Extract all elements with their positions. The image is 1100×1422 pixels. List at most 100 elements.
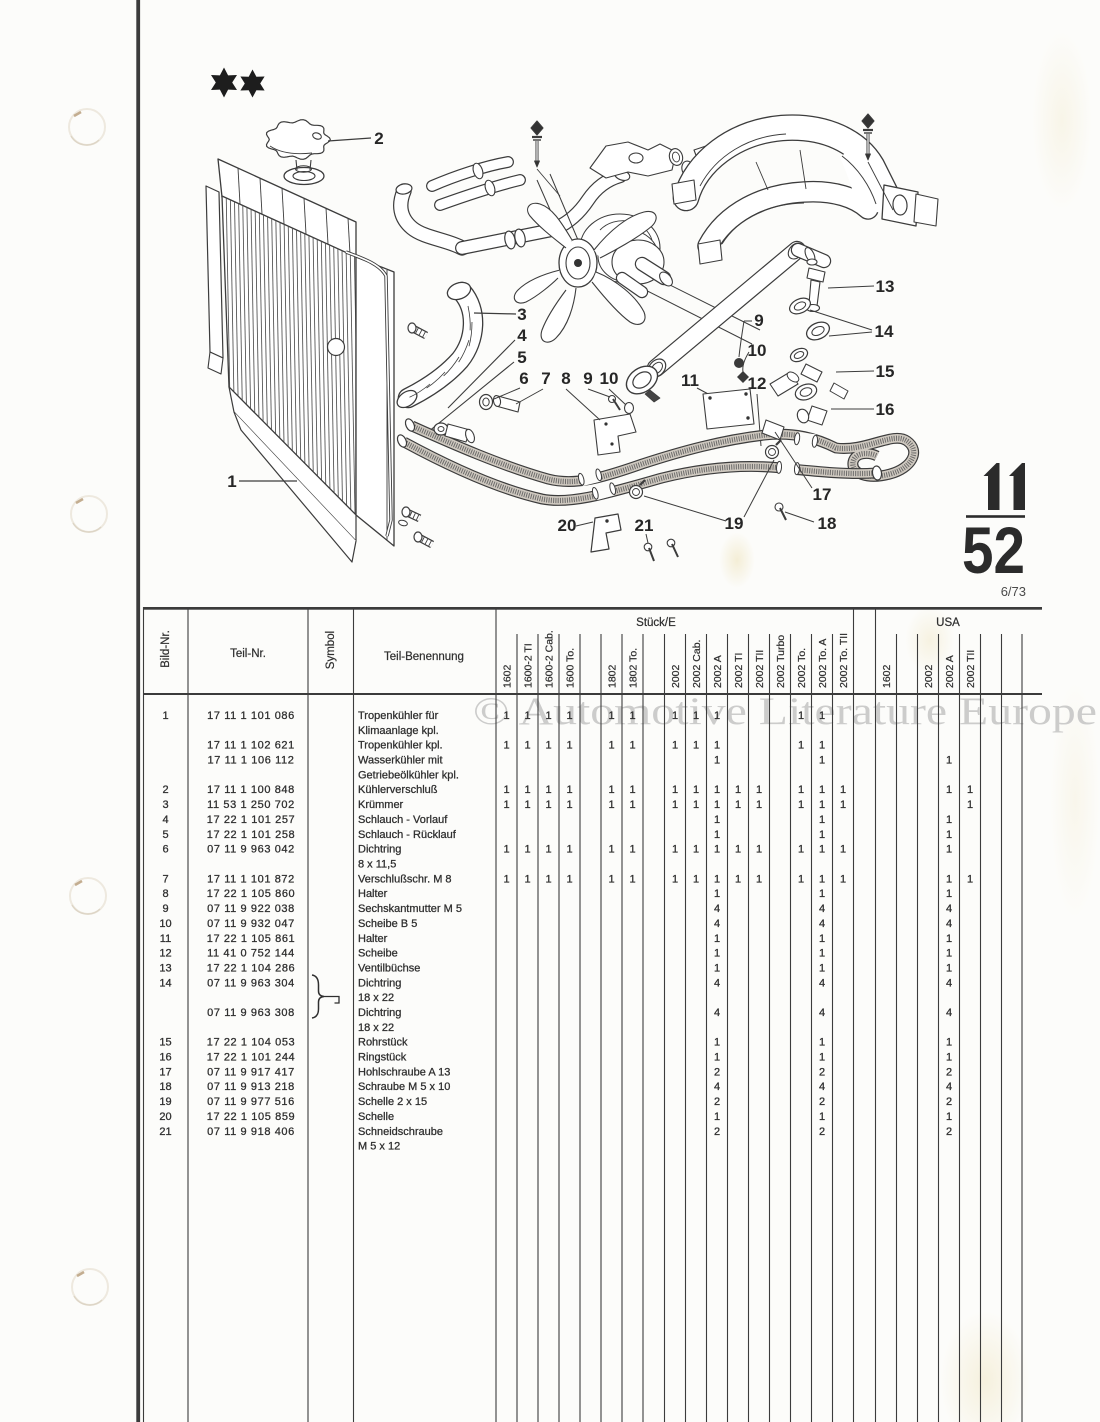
svg-text:07 11 9 918 406: 07 11 9 918 406	[207, 1126, 295, 1138]
svg-text:1: 1	[714, 814, 720, 826]
svg-text:1: 1	[566, 799, 572, 811]
svg-text:21: 21	[635, 516, 654, 535]
svg-text:17 22 1 105 861: 17 22 1 105 861	[207, 933, 296, 945]
svg-text:4: 4	[714, 1007, 720, 1019]
svg-text:1602: 1602	[502, 664, 514, 688]
svg-text:1: 1	[735, 799, 741, 811]
svg-text:2002: 2002	[923, 664, 935, 688]
svg-text:1: 1	[840, 844, 846, 856]
svg-text:9: 9	[583, 369, 592, 388]
svg-text:2002 To.: 2002 To.	[796, 648, 808, 688]
svg-text:1: 1	[840, 873, 846, 885]
svg-text:2002 TI: 2002 TI	[733, 653, 745, 688]
svg-text:6: 6	[162, 844, 168, 856]
svg-text:1: 1	[162, 710, 168, 722]
svg-text:11 41 0 752 144: 11 41 0 752 144	[207, 948, 295, 960]
svg-text:17 22 1 105 860: 17 22 1 105 860	[207, 888, 296, 900]
svg-text:2002 TII: 2002 TII	[965, 650, 977, 688]
svg-text:Schlauch - Rücklauf: Schlauch - Rücklauf	[358, 829, 457, 841]
svg-text:1: 1	[629, 873, 635, 885]
svg-text:1: 1	[693, 799, 699, 811]
svg-text:Tropenkühler kpl.: Tropenkühler kpl.	[358, 740, 443, 752]
svg-text:15: 15	[876, 362, 895, 381]
svg-text:1: 1	[756, 873, 762, 885]
svg-text:1: 1	[819, 888, 825, 900]
svg-text:3: 3	[162, 799, 168, 811]
svg-text:1: 1	[227, 472, 236, 491]
svg-text:4: 4	[714, 918, 720, 930]
svg-text:Dichtring: Dichtring	[358, 1007, 401, 1019]
svg-text:8: 8	[561, 369, 570, 388]
svg-text:21: 21	[159, 1126, 171, 1138]
svg-text:Symbol: Symbol	[325, 631, 337, 669]
svg-text:1: 1	[840, 784, 846, 796]
svg-text:1: 1	[798, 710, 804, 722]
svg-text:1: 1	[608, 710, 614, 722]
svg-text:12: 12	[748, 374, 767, 393]
svg-text:1: 1	[798, 784, 804, 796]
svg-text:1: 1	[714, 963, 720, 975]
svg-text:1: 1	[819, 784, 825, 796]
svg-text:2002: 2002	[670, 664, 682, 688]
svg-text:1: 1	[608, 740, 614, 752]
svg-text:1: 1	[756, 844, 762, 856]
svg-text:14: 14	[159, 977, 171, 989]
svg-text:2002 TII: 2002 TII	[754, 650, 766, 688]
svg-text:17 22 1 101 258: 17 22 1 101 258	[207, 829, 296, 841]
svg-text:1: 1	[629, 784, 635, 796]
svg-text:17 11 1 106 112: 17 11 1 106 112	[208, 755, 295, 767]
svg-text:4: 4	[946, 977, 952, 989]
svg-text:6/73: 6/73	[1001, 584, 1026, 599]
svg-text:1: 1	[946, 1111, 952, 1123]
svg-text:1: 1	[946, 1037, 952, 1049]
svg-text:1: 1	[819, 814, 825, 826]
svg-text:17 11 1 101 086: 17 11 1 101 086	[207, 710, 295, 722]
svg-text:1: 1	[819, 740, 825, 752]
svg-text:1: 1	[566, 740, 572, 752]
svg-text:1: 1	[524, 844, 530, 856]
svg-text:Ringstück: Ringstück	[358, 1052, 407, 1064]
svg-text:1: 1	[735, 784, 741, 796]
svg-text:1602: 1602	[881, 664, 893, 688]
svg-text:2: 2	[162, 784, 168, 796]
svg-text:1: 1	[714, 829, 720, 841]
svg-text:Krümmer: Krümmer	[358, 799, 404, 811]
svg-text:1: 1	[756, 784, 762, 796]
svg-text:17 11 1 101 872: 17 11 1 101 872	[207, 873, 295, 885]
svg-text:1: 1	[714, 888, 720, 900]
svg-text:1: 1	[714, 710, 720, 722]
svg-text:07 11 9 977 516: 07 11 9 977 516	[207, 1096, 295, 1108]
svg-text:1: 1	[566, 844, 572, 856]
svg-text:1802: 1802	[607, 664, 619, 688]
svg-text:1: 1	[840, 799, 846, 811]
svg-text:4: 4	[517, 326, 527, 345]
svg-text:4: 4	[946, 1007, 952, 1019]
svg-text:1: 1	[608, 873, 614, 885]
svg-text:17 22 1 104 053: 17 22 1 104 053	[207, 1037, 296, 1049]
svg-text:1: 1	[524, 740, 530, 752]
svg-text:17 11 1 100 848: 17 11 1 100 848	[207, 784, 295, 796]
svg-text:1802 To.: 1802 To.	[628, 648, 640, 688]
svg-text:Teil-Nr.: Teil-Nr.	[230, 648, 266, 660]
svg-text:1: 1	[503, 710, 509, 722]
svg-text:1: 1	[672, 844, 678, 856]
svg-text:1: 1	[629, 710, 635, 722]
svg-text:1: 1	[946, 829, 952, 841]
svg-text:1: 1	[714, 1037, 720, 1049]
svg-text:1: 1	[798, 740, 804, 752]
svg-text:1: 1	[714, 844, 720, 856]
svg-text:1: 1	[524, 799, 530, 811]
svg-text:Getriebeölkühler kpl.: Getriebeölkühler kpl.	[358, 769, 459, 781]
svg-text:18: 18	[159, 1081, 171, 1093]
svg-text:1: 1	[714, 784, 720, 796]
svg-text:1: 1	[946, 933, 952, 945]
svg-text:1: 1	[545, 799, 551, 811]
svg-text:2: 2	[819, 1096, 825, 1108]
svg-text:07 11 9 917 417: 07 11 9 917 417	[207, 1066, 295, 1078]
svg-text:8: 8	[162, 888, 168, 900]
svg-text:1: 1	[798, 873, 804, 885]
svg-text:1: 1	[714, 933, 720, 945]
svg-text:2: 2	[946, 1066, 952, 1078]
svg-text:5: 5	[517, 348, 526, 367]
svg-text:Halter: Halter	[358, 933, 388, 945]
